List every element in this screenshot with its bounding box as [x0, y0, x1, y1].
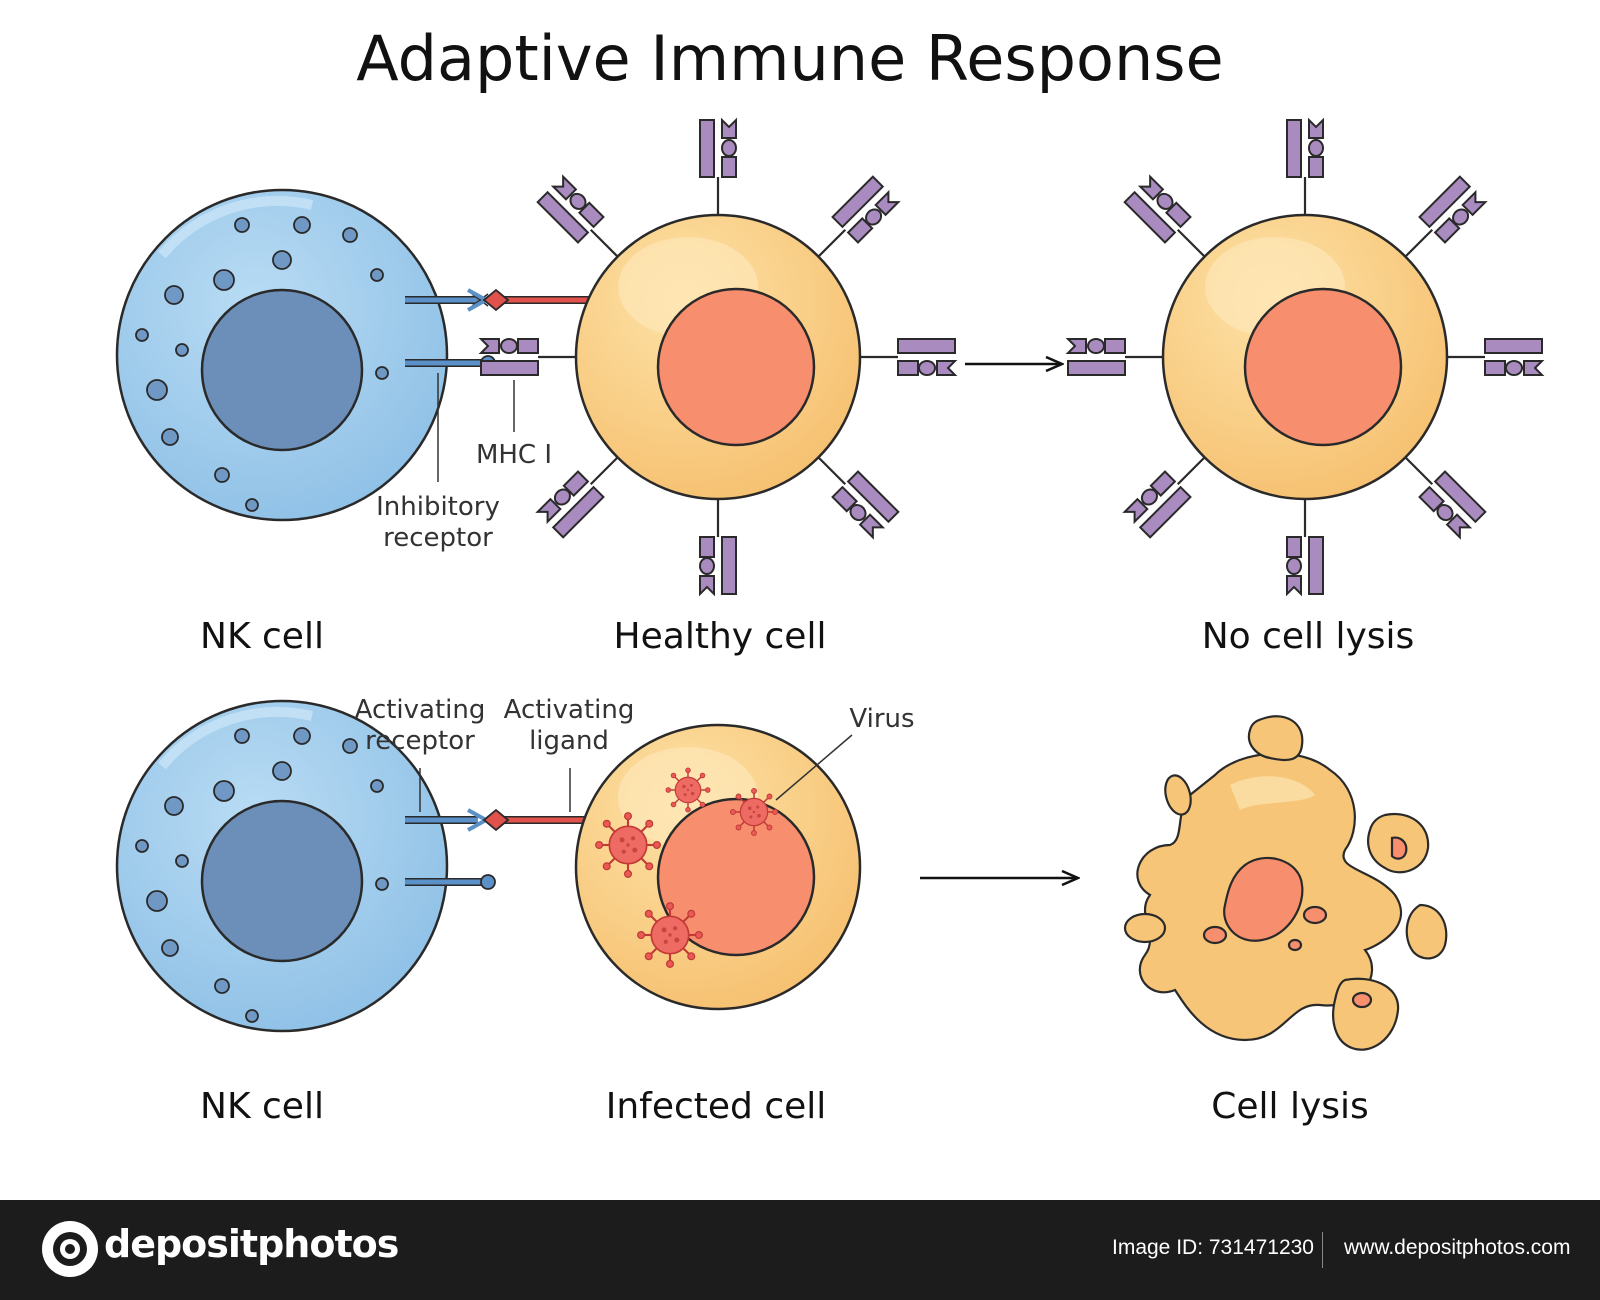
- footer-brand[interactable]: depositphotos: [104, 1222, 399, 1266]
- lysed-cell: [1123, 715, 1448, 1051]
- infected-cell: [574, 723, 862, 1011]
- activating-receptor-label-1: Activating: [355, 695, 486, 725]
- cell-lysis-label: Cell lysis: [1211, 1086, 1369, 1127]
- activating-ligand-top: [482, 288, 590, 312]
- footer-bar: depositphotos Image ID: 731471230 www.de…: [0, 1200, 1600, 1300]
- nk-cell-top: [117, 190, 447, 520]
- inhibitory-receptor-label-2: receptor: [383, 523, 493, 553]
- inhibitory-receptor-label-1: Inhibitory: [376, 492, 500, 522]
- activating-receptor-label-2: receptor: [365, 726, 475, 756]
- no-cell-lysis-label: No cell lysis: [1202, 616, 1415, 657]
- footer-image-id: Image ID: 731471230: [1112, 1236, 1314, 1259]
- infected-cell-label: Infected cell: [606, 1086, 827, 1127]
- activating-ligand-label-1: Activating: [504, 695, 635, 725]
- activating-ligand-label-2: ligand: [529, 726, 609, 756]
- virus-label: Virus: [849, 704, 914, 734]
- page-title: Adaptive Immune Response: [356, 22, 1223, 95]
- healthy-cell: [479, 118, 957, 596]
- inhibitory-receptor-bottom: [405, 874, 496, 890]
- no-lysis-cell: [1066, 118, 1544, 596]
- activating-ligand-bottom: [482, 808, 590, 832]
- nk-cell-label-bottom: NK cell: [200, 1086, 324, 1127]
- footer-site-link[interactable]: www.depositphotos.com: [1344, 1236, 1571, 1259]
- nk-cell-label-top: NK cell: [200, 616, 324, 657]
- mhc-label: MHC I: [476, 440, 552, 470]
- camera-logo-icon: [42, 1221, 98, 1277]
- footer-divider: [1322, 1232, 1323, 1268]
- healthy-cell-label: Healthy cell: [614, 616, 827, 657]
